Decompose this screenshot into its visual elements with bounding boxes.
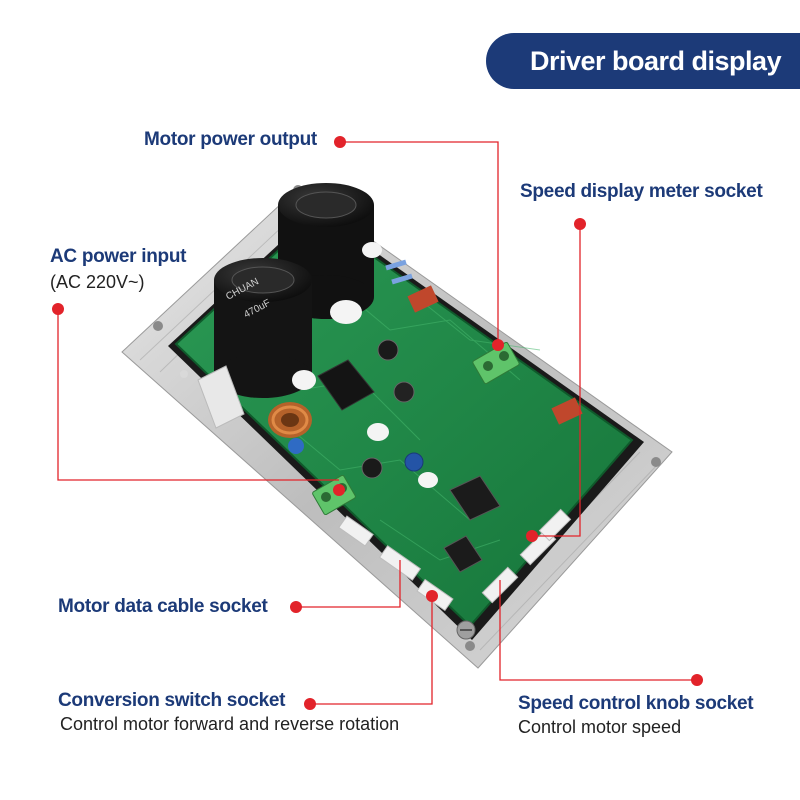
callout-dot <box>333 484 345 496</box>
callout-dot <box>574 218 586 230</box>
glue-blobs <box>292 242 438 488</box>
mount-hole <box>651 457 661 467</box>
note-speed-control-knob-socket: Control motor speed <box>518 717 682 737</box>
note-ac-power-input: (AC 220V~) <box>50 272 145 292</box>
label-motor-data-cable-socket: Motor data cable socket <box>58 596 268 617</box>
title-banner: Driver board display <box>486 33 800 89</box>
label-ac-power-input: AC power input <box>50 246 187 267</box>
callout-dots <box>52 136 703 710</box>
callout-lines <box>57 141 697 705</box>
callout-dot <box>304 698 316 710</box>
callout-dot <box>492 339 504 351</box>
main-chip <box>449 475 501 521</box>
callout-dot <box>334 136 346 148</box>
film-capacitor <box>407 285 439 313</box>
relay <box>317 359 375 411</box>
callout-dot <box>691 674 703 686</box>
callout-dot <box>426 590 438 602</box>
ceramic-resistor <box>197 365 245 429</box>
label-conversion-switch-socket: Conversion switch socket <box>58 690 286 711</box>
mount-hole <box>465 641 475 651</box>
driver-chip <box>443 535 483 573</box>
film-capacitor <box>551 397 583 425</box>
callout-dot <box>52 303 64 315</box>
callout-dot <box>526 530 538 542</box>
electrolytic-capacitor: CHUAN 470uF <box>214 258 312 398</box>
callout-dot <box>290 601 302 613</box>
note-conversion-switch-socket: Control motor forward and reverse rotati… <box>60 714 400 734</box>
terminal-block-motor-output <box>472 341 520 385</box>
copper-inductor <box>268 402 312 438</box>
label-motor-power-output: Motor power output <box>144 129 317 150</box>
label-speed-control-knob-socket: Speed control knob socket <box>518 693 754 714</box>
mount-hole <box>153 321 163 331</box>
page-title: Driver board display <box>530 45 782 76</box>
label-speed-display-meter-socket: Speed display meter socket <box>520 181 763 202</box>
